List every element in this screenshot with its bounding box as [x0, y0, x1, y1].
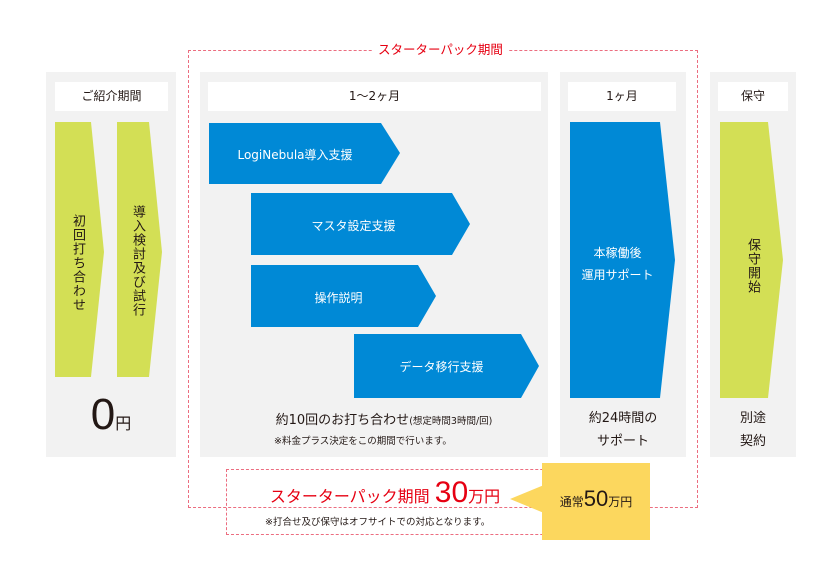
regular-price-badge: 通常50万円 [542, 463, 650, 540]
step-operation-guide: 操作説明 [314, 291, 363, 305]
post-launch-line1: 本稼働後 [593, 246, 642, 260]
badge-pointer-icon [510, 485, 544, 513]
setup-period-header: 1〜2ヶ月 [208, 82, 541, 111]
regular-price-number: 50 [583, 486, 609, 511]
support-period-header: 1ヶ月 [568, 82, 676, 111]
support-hours-note: 約24時間の サポート [560, 407, 686, 453]
post-launch-support: 本稼働後 運用サポート [570, 242, 665, 286]
first-meeting-label: 初回打ち合わせ [70, 214, 85, 312]
maintenance-arrow-icon [720, 122, 783, 398]
meeting-count-paren: (想定時間3時間/回) [409, 416, 493, 427]
maintenance-start-label: 保守開始 [745, 238, 760, 294]
separate-contract-line1: 別途 [739, 411, 766, 426]
starter-pack-price-unit: 万円 [468, 487, 501, 506]
post-launch-line2: 運用サポート [581, 268, 654, 282]
support-hours-line2: サポート [596, 434, 649, 449]
offsite-note: ※打合せ及び保守はオフサイトでの対応となります。 [265, 517, 491, 528]
meeting-count-main: 約10回のお打ち合わせ [275, 413, 410, 428]
step-data-migration: データ移行支援 [399, 360, 484, 374]
regular-price-unit: 万円 [608, 495, 633, 509]
intro-period-header: ご紹介期間 [55, 82, 168, 111]
separate-contract-line2: 契約 [739, 434, 766, 449]
starter-pack-price-label: スターターパック期間 [269, 487, 430, 506]
starter-pack-price: スターターパック期間 30万円 [226, 477, 544, 509]
regular-price-label: 通常 [559, 495, 584, 509]
maintenance-panel: 保守 保守開始 別途 契約 [710, 72, 796, 457]
intro-price-unit: 円 [115, 414, 132, 433]
support-period-panel: 1ヶ月 本稼働後 運用サポート 約24時間の サポート [560, 72, 686, 457]
intro-price-number: 0 [90, 390, 116, 439]
support-hours-line1: 約24時間の [588, 411, 658, 426]
step-master-setup: マスタ設定支援 [311, 219, 396, 233]
setup-steps-arrows-icon [209, 123, 539, 398]
intro-period-panel: ご紹介期間 初回打ち合わせ 導入検討及び試行 0円 [46, 72, 176, 457]
setup-period-panel: 1〜2ヶ月 LogiNebula導入支援 マスタ設定支援 操作説明 データ移行支… [200, 72, 548, 457]
step-loginebula-support: LogiNebula導入支援 [237, 148, 353, 162]
support-arrow-icon [570, 122, 675, 398]
separate-contract-note: 別途 契約 [710, 407, 796, 453]
intro-arrows-icon [55, 122, 162, 377]
starter-pack-price-number: 30 [434, 476, 469, 509]
regular-price: 通常50万円 [542, 486, 650, 512]
trial-consideration-label: 導入検討及び試行 [130, 205, 145, 317]
plan-decision-note: ※料金プラス決定をこの期間で行います。 [274, 436, 452, 447]
meeting-count-note: 約10回のお打ち合わせ(想定時間3時間/回) [200, 409, 548, 428]
intro-price: 0円 [46, 390, 176, 440]
maintenance-header: 保守 [718, 82, 788, 111]
starter-pack-label: スターターパック期間 [372, 42, 509, 58]
